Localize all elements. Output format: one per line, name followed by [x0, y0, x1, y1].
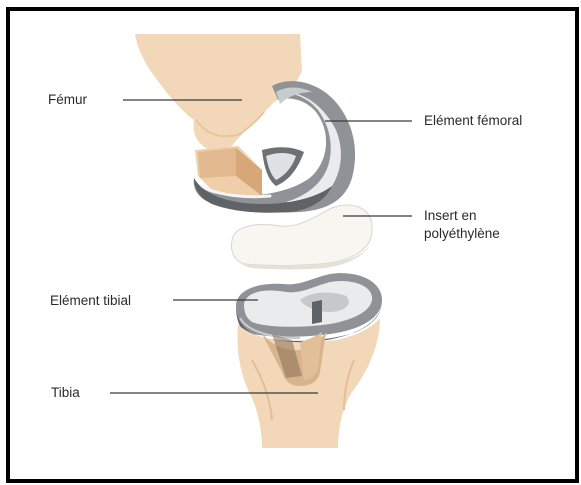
label-tibia: Tibia: [51, 384, 80, 401]
polyethylene-insert: [232, 205, 373, 270]
label-insert-line1: Insert en: [424, 207, 477, 224]
label-insert-line2: polyéthylène: [424, 225, 500, 242]
label-tibial-component: Elément tibial: [50, 292, 131, 309]
label-femur: Fémur: [48, 91, 87, 108]
label-femoral-component: Elément fémoral: [424, 112, 522, 129]
tibia-bone: [238, 318, 381, 448]
